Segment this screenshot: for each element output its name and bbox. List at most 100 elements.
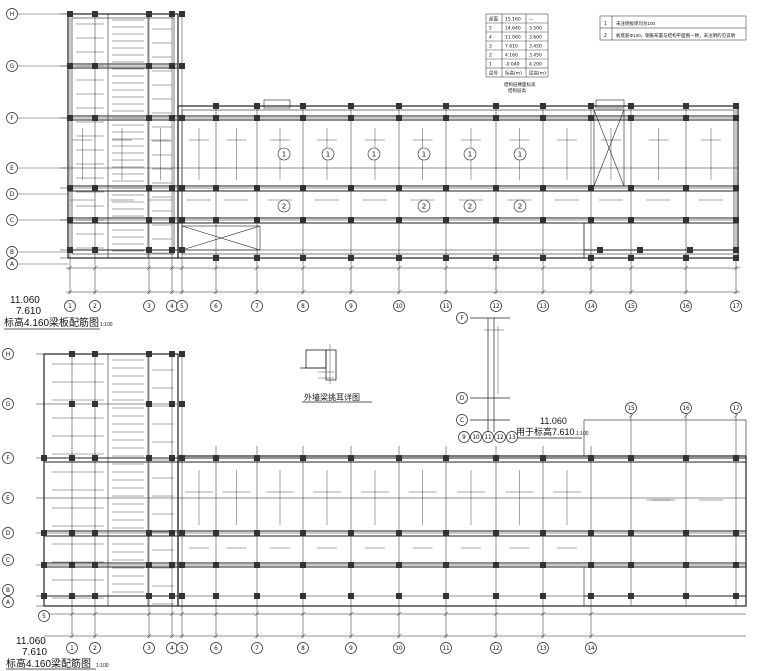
- level-table-cell: 4.200: [529, 62, 542, 68]
- lower-beam-plan: [36, 351, 747, 639]
- axis-bubble-lower-14-label: 14: [587, 646, 595, 652]
- axis-bubble-upper-row-1-label: G: [10, 64, 14, 70]
- column: [396, 255, 402, 261]
- column: [169, 351, 175, 357]
- axis-bubble-upper-row-3-label: E: [10, 166, 14, 172]
- column: [300, 103, 306, 109]
- axis-bubble-lower-row-4-label: D: [6, 531, 11, 537]
- column: [179, 185, 185, 191]
- right-note-title-text: 用于标高7.610: [516, 426, 575, 437]
- slab-mark: 1: [513, 147, 527, 161]
- column: [146, 351, 152, 357]
- axis-bubble-midrow-3-label: 12: [496, 435, 504, 441]
- level-table-cell: 1: [489, 62, 492, 68]
- column: [588, 115, 594, 121]
- column: [254, 593, 260, 599]
- axis-bubble-lower-1: 1: [66, 642, 78, 654]
- column: [92, 401, 98, 407]
- mid-section: FDC: [456, 312, 510, 432]
- column: [348, 530, 354, 536]
- upper-plan-title-block: 11.060 7.610 标高4.160梁板配筋图 1:100: [4, 295, 113, 330]
- column: [213, 530, 219, 536]
- slab-mark-label: 2: [468, 203, 472, 211]
- column: [254, 255, 260, 261]
- axis-bubble-upper-15-label: 15: [627, 304, 635, 310]
- column: [179, 530, 185, 536]
- column: [628, 115, 634, 121]
- axis-bubble-upper-5: 5: [176, 300, 188, 312]
- level-table-cell: 11.060: [505, 35, 521, 41]
- axis-bubble-lower-7: 7: [251, 642, 263, 654]
- column: [300, 217, 306, 223]
- lower-plan-scale: 1:100: [96, 663, 109, 669]
- column: [300, 562, 306, 568]
- column: [683, 185, 689, 191]
- column: [213, 103, 219, 109]
- axis-bubble-upper-row-1: G: [6, 60, 18, 72]
- column: [92, 351, 98, 357]
- column: [92, 455, 98, 461]
- axis-bubble-upper-1: 1: [64, 300, 76, 312]
- column: [597, 247, 603, 253]
- column: [540, 185, 546, 191]
- axis-bubble-lower-4-label: 4: [170, 646, 174, 652]
- level-caption-1: 结构层楼面标高: [504, 81, 536, 88]
- axis-bubble-midrow-0-label: 9: [462, 435, 466, 441]
- column: [213, 115, 219, 121]
- column: [733, 455, 739, 461]
- column: [179, 217, 185, 223]
- axis-bubble-upper-2-label: 2: [93, 304, 97, 310]
- column: [169, 11, 175, 17]
- column: [348, 593, 354, 599]
- axis-bubble-lower-10-label: 10: [395, 646, 403, 652]
- axis-bubble-section-2: C: [456, 414, 468, 426]
- axis-bubble-lower-row-3: E: [2, 492, 14, 504]
- axis-bubble-upper-17-label: 17: [732, 304, 740, 310]
- level-table-cell: -0.040: [505, 62, 520, 68]
- column: [254, 530, 260, 536]
- column: [92, 185, 98, 191]
- column: [348, 217, 354, 223]
- column: [67, 217, 73, 223]
- slab-mark: 1: [277, 147, 291, 161]
- column: [67, 247, 73, 253]
- notes-box: 1 未注明板厚均为100 2 板底筋Φ120，钢筋布置与结构平面图一致，未注明的…: [599, 15, 747, 41]
- axis-bubble-lower-row-0-label: H: [6, 352, 10, 358]
- axis-bubble-upper-9-label: 9: [349, 304, 353, 310]
- column: [169, 455, 175, 461]
- axis-bubble-upper-row-3: E: [6, 162, 18, 174]
- axis-bubble-section-1: D: [456, 392, 468, 404]
- column: [443, 255, 449, 261]
- axis-bubble-upper-3-label: 3: [147, 304, 151, 310]
- column: [637, 247, 643, 253]
- slab-mark-label: 2: [422, 203, 426, 211]
- upper-plan-title: 标高4.160梁板配筋图: [4, 316, 99, 329]
- column: [69, 593, 75, 599]
- column: [179, 115, 185, 121]
- axis-bubble-upper-13-label: 13: [539, 304, 547, 310]
- axis-bubble-lower-top-1: 16: [680, 402, 692, 414]
- column: [733, 103, 739, 109]
- axis-bubble-lower-12-label: 12: [492, 646, 500, 652]
- column: [169, 247, 175, 253]
- note-1-text: 未注明板厚均为100: [616, 20, 656, 27]
- column: [179, 247, 185, 253]
- column: [300, 455, 306, 461]
- column: [92, 593, 98, 599]
- lower-plan-title-block: 11.060 7.610 标高4.160梁配筋图 1:100: [6, 636, 109, 670]
- axis-bubble-lower-13: 13: [537, 642, 549, 654]
- column: [588, 455, 594, 461]
- column: [146, 11, 152, 17]
- note-1-no: 1: [604, 21, 607, 27]
- column: [146, 455, 152, 461]
- column: [213, 562, 219, 568]
- axis-bubble-lower-2: 2: [89, 642, 101, 654]
- column: [348, 103, 354, 109]
- column: [588, 103, 594, 109]
- column: [41, 455, 47, 461]
- level-table-cell: 屋面: [489, 17, 498, 23]
- axis-bubble-lower-row-3-label: E: [6, 496, 10, 502]
- slab-mark-label: 1: [468, 151, 472, 159]
- column: [300, 115, 306, 121]
